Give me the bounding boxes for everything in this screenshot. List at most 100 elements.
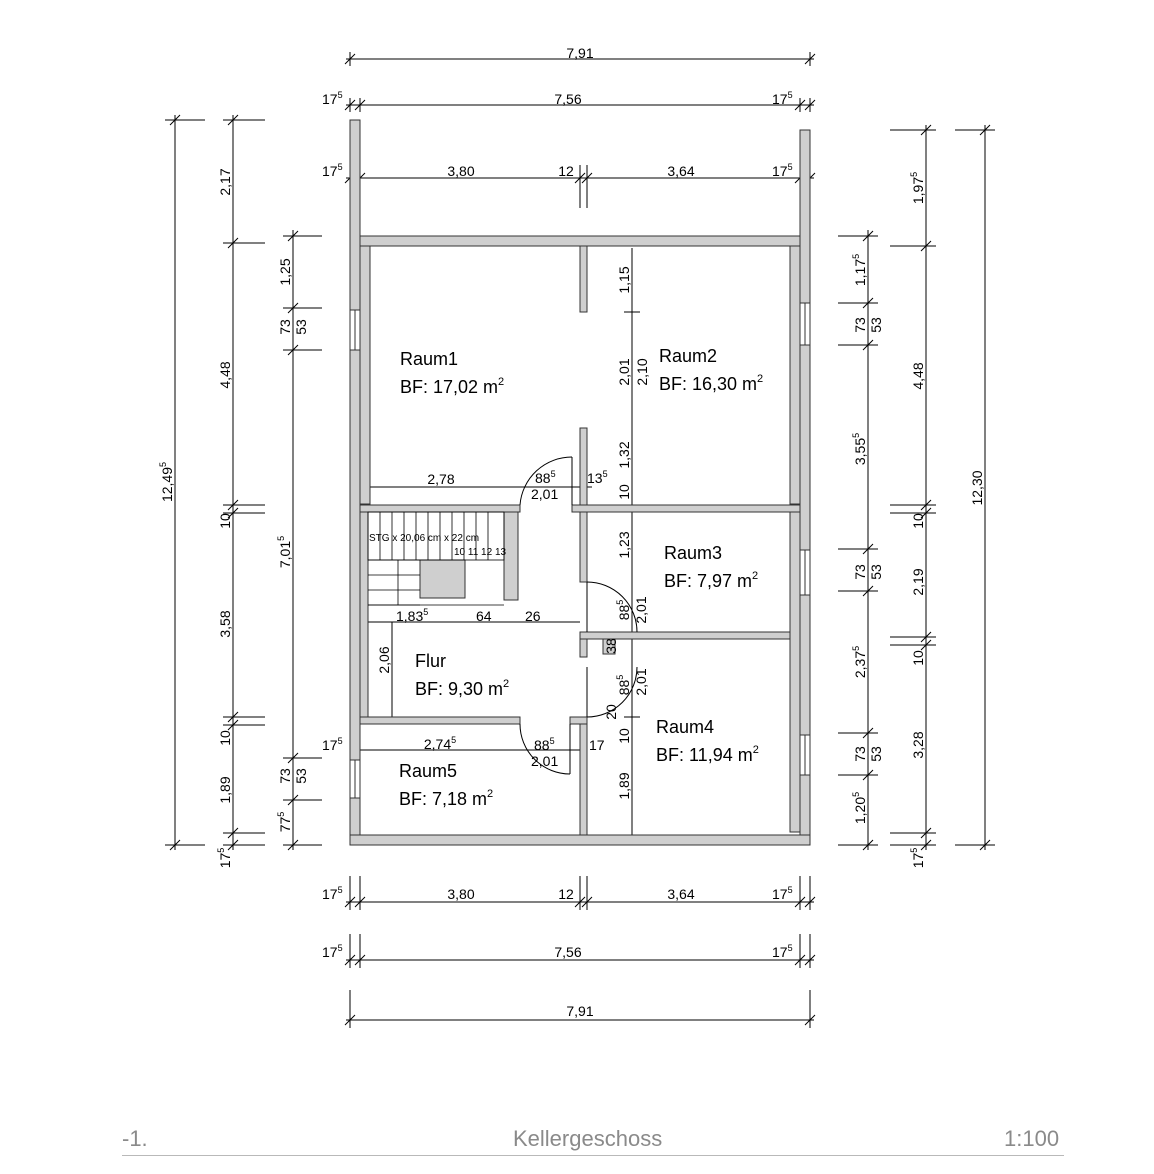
dim-in-885d: 885 [534, 736, 555, 753]
dim-in-201b: 2,01 [616, 358, 632, 385]
dim-in-123: 1,23 [616, 531, 632, 558]
dim-right-448: 4,48 [910, 362, 926, 389]
dim-in-885b: 885 [615, 600, 632, 621]
dim-in-10a: 10 [616, 484, 632, 500]
dim-top-175-right: 175 [772, 90, 793, 107]
room-area-raum5: BF: 7,18 m2 [399, 788, 493, 809]
room-area-raum3: BF: 7,97 m2 [664, 570, 758, 591]
dim-left-775: 775 [276, 812, 293, 833]
dim-bot-mid: 12 [558, 886, 574, 902]
dim-left-189: 1,89 [217, 776, 233, 803]
dim-in-206: 2,06 [376, 646, 392, 673]
room-area-raum2: BF: 16,30 m2 [659, 373, 763, 394]
dim-top-right: 3,64 [667, 163, 694, 179]
dim-right2-53a: 53 [868, 317, 884, 333]
dim-in-201c: 2,01 [633, 596, 649, 623]
dim-in-64: 64 [476, 608, 492, 624]
dim-top-175-left: 175 [322, 90, 343, 107]
dim-in-201e: 2,01 [531, 753, 558, 769]
dim-in-210: 2,10 [634, 358, 650, 385]
dim-right-10a: 10 [910, 513, 926, 529]
dim-left2-7015: 7,015 [276, 536, 293, 568]
dim-top-left: 3,80 [447, 163, 474, 179]
dim-bot2-175-left: 175 [322, 943, 343, 960]
dim-right2-73b: 73 [852, 564, 868, 580]
dim-top-mid: 12 [558, 163, 574, 179]
room-name-flur: Flur [415, 651, 446, 671]
room-labels: Raum1 BF: 17,02 m2 Raum2 BF: 16,30 m2 Ra… [399, 346, 763, 809]
dim-in-1835: 1,835 [396, 607, 428, 624]
dim-in-115: 1,15 [616, 266, 632, 293]
dim-in-132: 1,32 [616, 441, 632, 468]
dim-left2-73a: 73 [277, 319, 293, 335]
dim-right2-73c: 73 [852, 746, 868, 762]
stair-step-numbers: 10 11 12 13 [454, 547, 507, 558]
dim-bot-175-left: 175 [322, 885, 343, 902]
dim-right-1975: 1,975 [909, 172, 926, 204]
dim-right-175: 175 [909, 848, 926, 869]
dim-in-26: 26 [525, 608, 541, 624]
dim-left-10a: 10 [217, 513, 233, 529]
dim-right-10b: 10 [910, 650, 926, 666]
dim-right2-53c: 53 [868, 746, 884, 762]
room-name-raum4: Raum4 [656, 717, 714, 737]
dim-in-10b: 10 [616, 728, 632, 744]
room-name-raum5: Raum5 [399, 761, 457, 781]
footer-rule [122, 1155, 1064, 1156]
dim-top-total: 7,91 [566, 45, 593, 61]
dim-in-201d: 2,01 [633, 668, 649, 695]
dim-in-885a: 885 [535, 469, 556, 486]
dim-left2-125: 1,25 [277, 258, 293, 285]
stair-label: STG x 20,06 cm x 22 cm [369, 533, 479, 544]
dim-top2-175-left: 175 [322, 162, 343, 179]
dim-bot-inner: 7,56 [554, 944, 581, 960]
footer-scale: 1:100 [1004, 1126, 1060, 1151]
dim-left2-73b: 73 [277, 768, 293, 784]
dim-in-175-raum5: 175 [322, 736, 343, 753]
room-name-raum2: Raum2 [659, 346, 717, 366]
dim-in-17: 17 [589, 737, 605, 753]
dim-bot2-175-right: 175 [772, 943, 793, 960]
dim-in-201a: 2,01 [531, 486, 558, 502]
dim-right2-355: 3,555 [851, 433, 868, 465]
dim-left-total: 12,495 [158, 462, 175, 502]
dim-left-10b: 10 [217, 730, 233, 746]
dim-in-38: 38 [603, 638, 619, 654]
dim-top-inner: 7,56 [554, 91, 581, 107]
footer-title: Kellergeschoss [513, 1126, 663, 1151]
dim-right2-1175: 1,175 [851, 254, 868, 286]
dim-in-20: 20 [603, 704, 619, 720]
dim-right2-2375: 2,375 [851, 646, 868, 678]
dim-top2-175-right: 175 [772, 162, 793, 179]
dim-in-2745: 2,745 [424, 735, 456, 752]
windows [349, 302, 811, 799]
dim-right-total: 12,30 [969, 470, 985, 505]
dim-in-885c: 885 [615, 675, 632, 696]
dim-bot-175-right: 175 [772, 885, 793, 902]
dim-left-358: 3,58 [217, 610, 233, 637]
dim-right-219: 2,19 [910, 568, 926, 595]
dimension-ticks [169, 99, 991, 1026]
stairs [367, 511, 505, 606]
dim-bot-total: 7,91 [566, 1003, 593, 1019]
dim-bot-left: 3,80 [447, 886, 474, 902]
footer-level: -1. [122, 1126, 148, 1151]
dim-left-175: 175 [216, 848, 233, 869]
room-area-raum1: BF: 17,02 m2 [400, 376, 504, 397]
dim-left-448: 4,48 [217, 361, 233, 388]
dim-right-328: 3,28 [910, 731, 926, 758]
room-area-flur: BF: 9,30 m2 [415, 678, 509, 699]
dim-in-278: 2,78 [427, 471, 454, 487]
dim-in-135: 135 [587, 469, 608, 486]
dim-in-189: 1,89 [616, 772, 632, 799]
room-name-raum3: Raum3 [664, 543, 722, 563]
dim-bot-right: 3,64 [667, 886, 694, 902]
dim-right2-1205: 1,205 [851, 792, 868, 824]
dim-left2-53a: 53 [293, 319, 309, 335]
room-name-raum1: Raum1 [400, 349, 458, 369]
dim-right2-73a: 73 [852, 317, 868, 333]
dim-left-217: 2,17 [217, 168, 233, 195]
dim-right2-53b: 53 [868, 564, 884, 580]
dim-left2-53b: 53 [293, 768, 309, 784]
